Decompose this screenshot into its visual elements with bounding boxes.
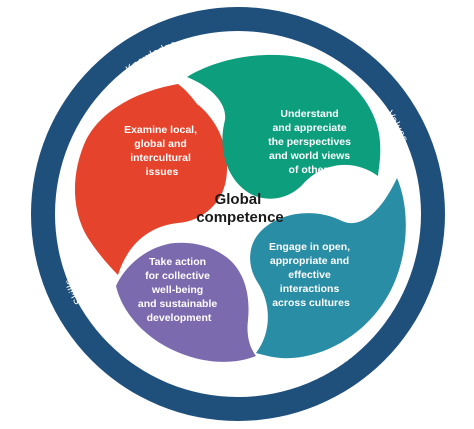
petal-green-text: Understand and appreciate the perspectiv… <box>268 108 354 176</box>
petal-purple-text: Take action for collective well-being an… <box>138 256 220 324</box>
center-title: Global competence <box>196 191 284 226</box>
petal-red <box>74 84 228 275</box>
petal-teal <box>250 178 406 359</box>
petal-green <box>187 54 381 199</box>
petal-red-text: Examine local, global and intercultural … <box>124 124 200 178</box>
petal-purple <box>116 242 256 362</box>
petal-teal-text: Engage in open, appropriate and effectiv… <box>269 241 353 309</box>
